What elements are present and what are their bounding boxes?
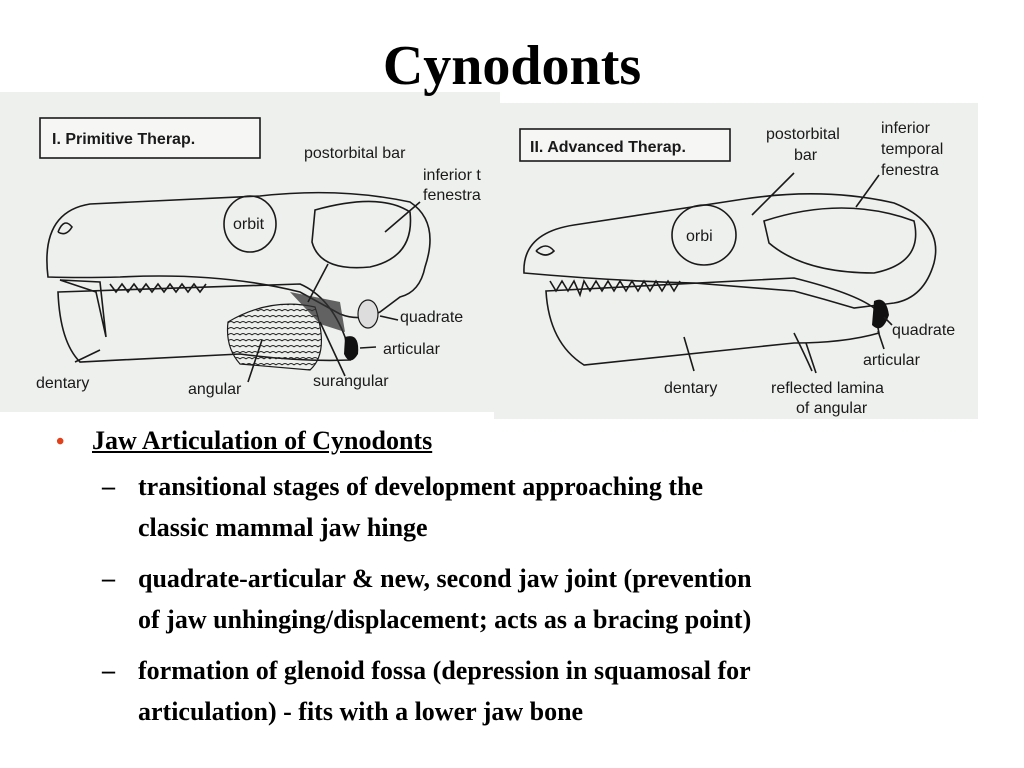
label-inferior-2: temporal [881, 141, 943, 158]
orbit-outline [223, 195, 277, 253]
articular-bone [344, 336, 359, 361]
advanced-therapsid-figure: II. Advanced Therap. postorbital bar inf… [494, 103, 978, 419]
sub-bullet-3: – formation of glenoid fossa (depression… [102, 650, 976, 732]
angular-bone [226, 303, 323, 371]
label-inferior-3: fenestra [881, 162, 939, 179]
sub-bullet-text: formation of glenoid fossa (depression i… [138, 650, 976, 732]
sub-bullet-1: – transitional stages of development app… [102, 466, 976, 548]
label-articular: articular [383, 341, 441, 358]
leader-articular-advanced [877, 330, 885, 350]
label-surangular: surangular [313, 373, 389, 390]
leader-inferior-advanced [855, 174, 880, 208]
label-orbit-advanced: orbi [686, 228, 713, 245]
temporal-fenestra-advanced [763, 207, 917, 274]
advanced-label-box [519, 128, 731, 162]
bullet-heading-row: • Jaw Articulation of Cynodonts [56, 426, 976, 456]
sub-bullet-3-line1: formation of glenoid fossa (depression i… [138, 656, 751, 685]
leader-dentary [74, 349, 101, 363]
leader-surangular [319, 321, 346, 377]
label-postorbital-bar: postorbital bar [304, 145, 406, 162]
leader-postorbital [307, 263, 329, 303]
label-inferior-1: inferior [881, 120, 931, 137]
label-articular-advanced: articular [863, 352, 921, 369]
orbit-outline-advanced [671, 204, 737, 266]
label-inferior-fenestra-1: inferior t [423, 167, 481, 184]
advanced-skull-outline [523, 193, 937, 309]
advanced-label: II. Advanced Therap. [530, 139, 686, 156]
primitive-skull-diagram: I. Primitive Therap. postorbital bar inf… [36, 117, 481, 398]
label-quadrate-advanced: quadrate [892, 322, 955, 339]
sub-bullet-text: transitional stages of development appro… [138, 466, 976, 548]
upper-teeth-advanced [549, 279, 681, 298]
canine-tooth [59, 279, 107, 338]
advanced-skull-diagram: II. Advanced Therap. postorbital bar inf… [519, 120, 955, 417]
leader-fenestra [384, 201, 421, 233]
label-postorbital-2: bar [794, 147, 818, 164]
primitive-label: I. Primitive Therap. [52, 131, 195, 148]
sub-bullet-2-line1: quadrate-articular & new, second jaw joi… [138, 564, 752, 593]
bullet-list: • Jaw Articulation of Cynodonts – transi… [56, 426, 976, 732]
leader-postorbital-advanced [751, 172, 795, 216]
sub-bullet-1-line1: transitional stages of development appro… [138, 472, 704, 501]
dash-icon: – [102, 472, 115, 501]
articular-quadrate-advanced [872, 299, 889, 329]
reflected-lamina [793, 332, 813, 372]
primitive-label-box [39, 117, 261, 159]
leader-quadrate [379, 315, 399, 321]
leader-articular [359, 346, 377, 349]
leader-quadrate-advanced [883, 316, 893, 326]
label-dentary-advanced: dentary [664, 380, 717, 397]
label-reflected-2: of angular [796, 400, 868, 417]
sub-bullet-text: quadrate-articular & new, second jaw joi… [138, 558, 976, 640]
dash-icon: – [102, 564, 115, 593]
sub-bullet-2-line2: of jaw unhinging/displacement; acts as a… [138, 605, 752, 634]
label-dentary: dentary [36, 375, 89, 392]
sub-bullet-1-line2: classic mammal jaw hinge [138, 513, 428, 542]
leader-reflected-advanced [805, 342, 817, 374]
label-inferior-fenestra-2: fenestra [423, 187, 481, 204]
nostril-outline-advanced [535, 245, 556, 256]
bullet-dot-icon: • [56, 429, 65, 455]
label-quadrate: quadrate [400, 309, 463, 326]
label-orbit: orbit [233, 216, 265, 233]
bullet-heading: Jaw Articulation of Cynodonts [92, 426, 433, 455]
upper-teeth [109, 282, 207, 294]
dentary-bone-advanced [545, 277, 880, 366]
temporal-fenestra-outline [311, 200, 412, 269]
sub-bullet-3-line2: articulation) - fits with a lower jaw bo… [138, 697, 584, 726]
sub-bullet-2: – quadrate-articular & new, second jaw j… [102, 558, 976, 640]
dash-icon: – [102, 656, 115, 685]
label-reflected-1: reflected lamina [771, 380, 884, 397]
quadrate-bone [357, 299, 379, 329]
leader-angular [247, 339, 263, 383]
leader-dentary-advanced [683, 336, 695, 372]
primitive-skull-outline [46, 191, 431, 319]
label-postorbital-1: postorbital [766, 126, 840, 143]
slide-title: Cynodonts [382, 35, 642, 97]
label-angular: angular [188, 381, 242, 398]
primitive-therapsid-figure: I. Primitive Therap. postorbital bar inf… [0, 92, 500, 412]
surangular-bone [290, 292, 345, 332]
nostril-outline [57, 222, 73, 235]
